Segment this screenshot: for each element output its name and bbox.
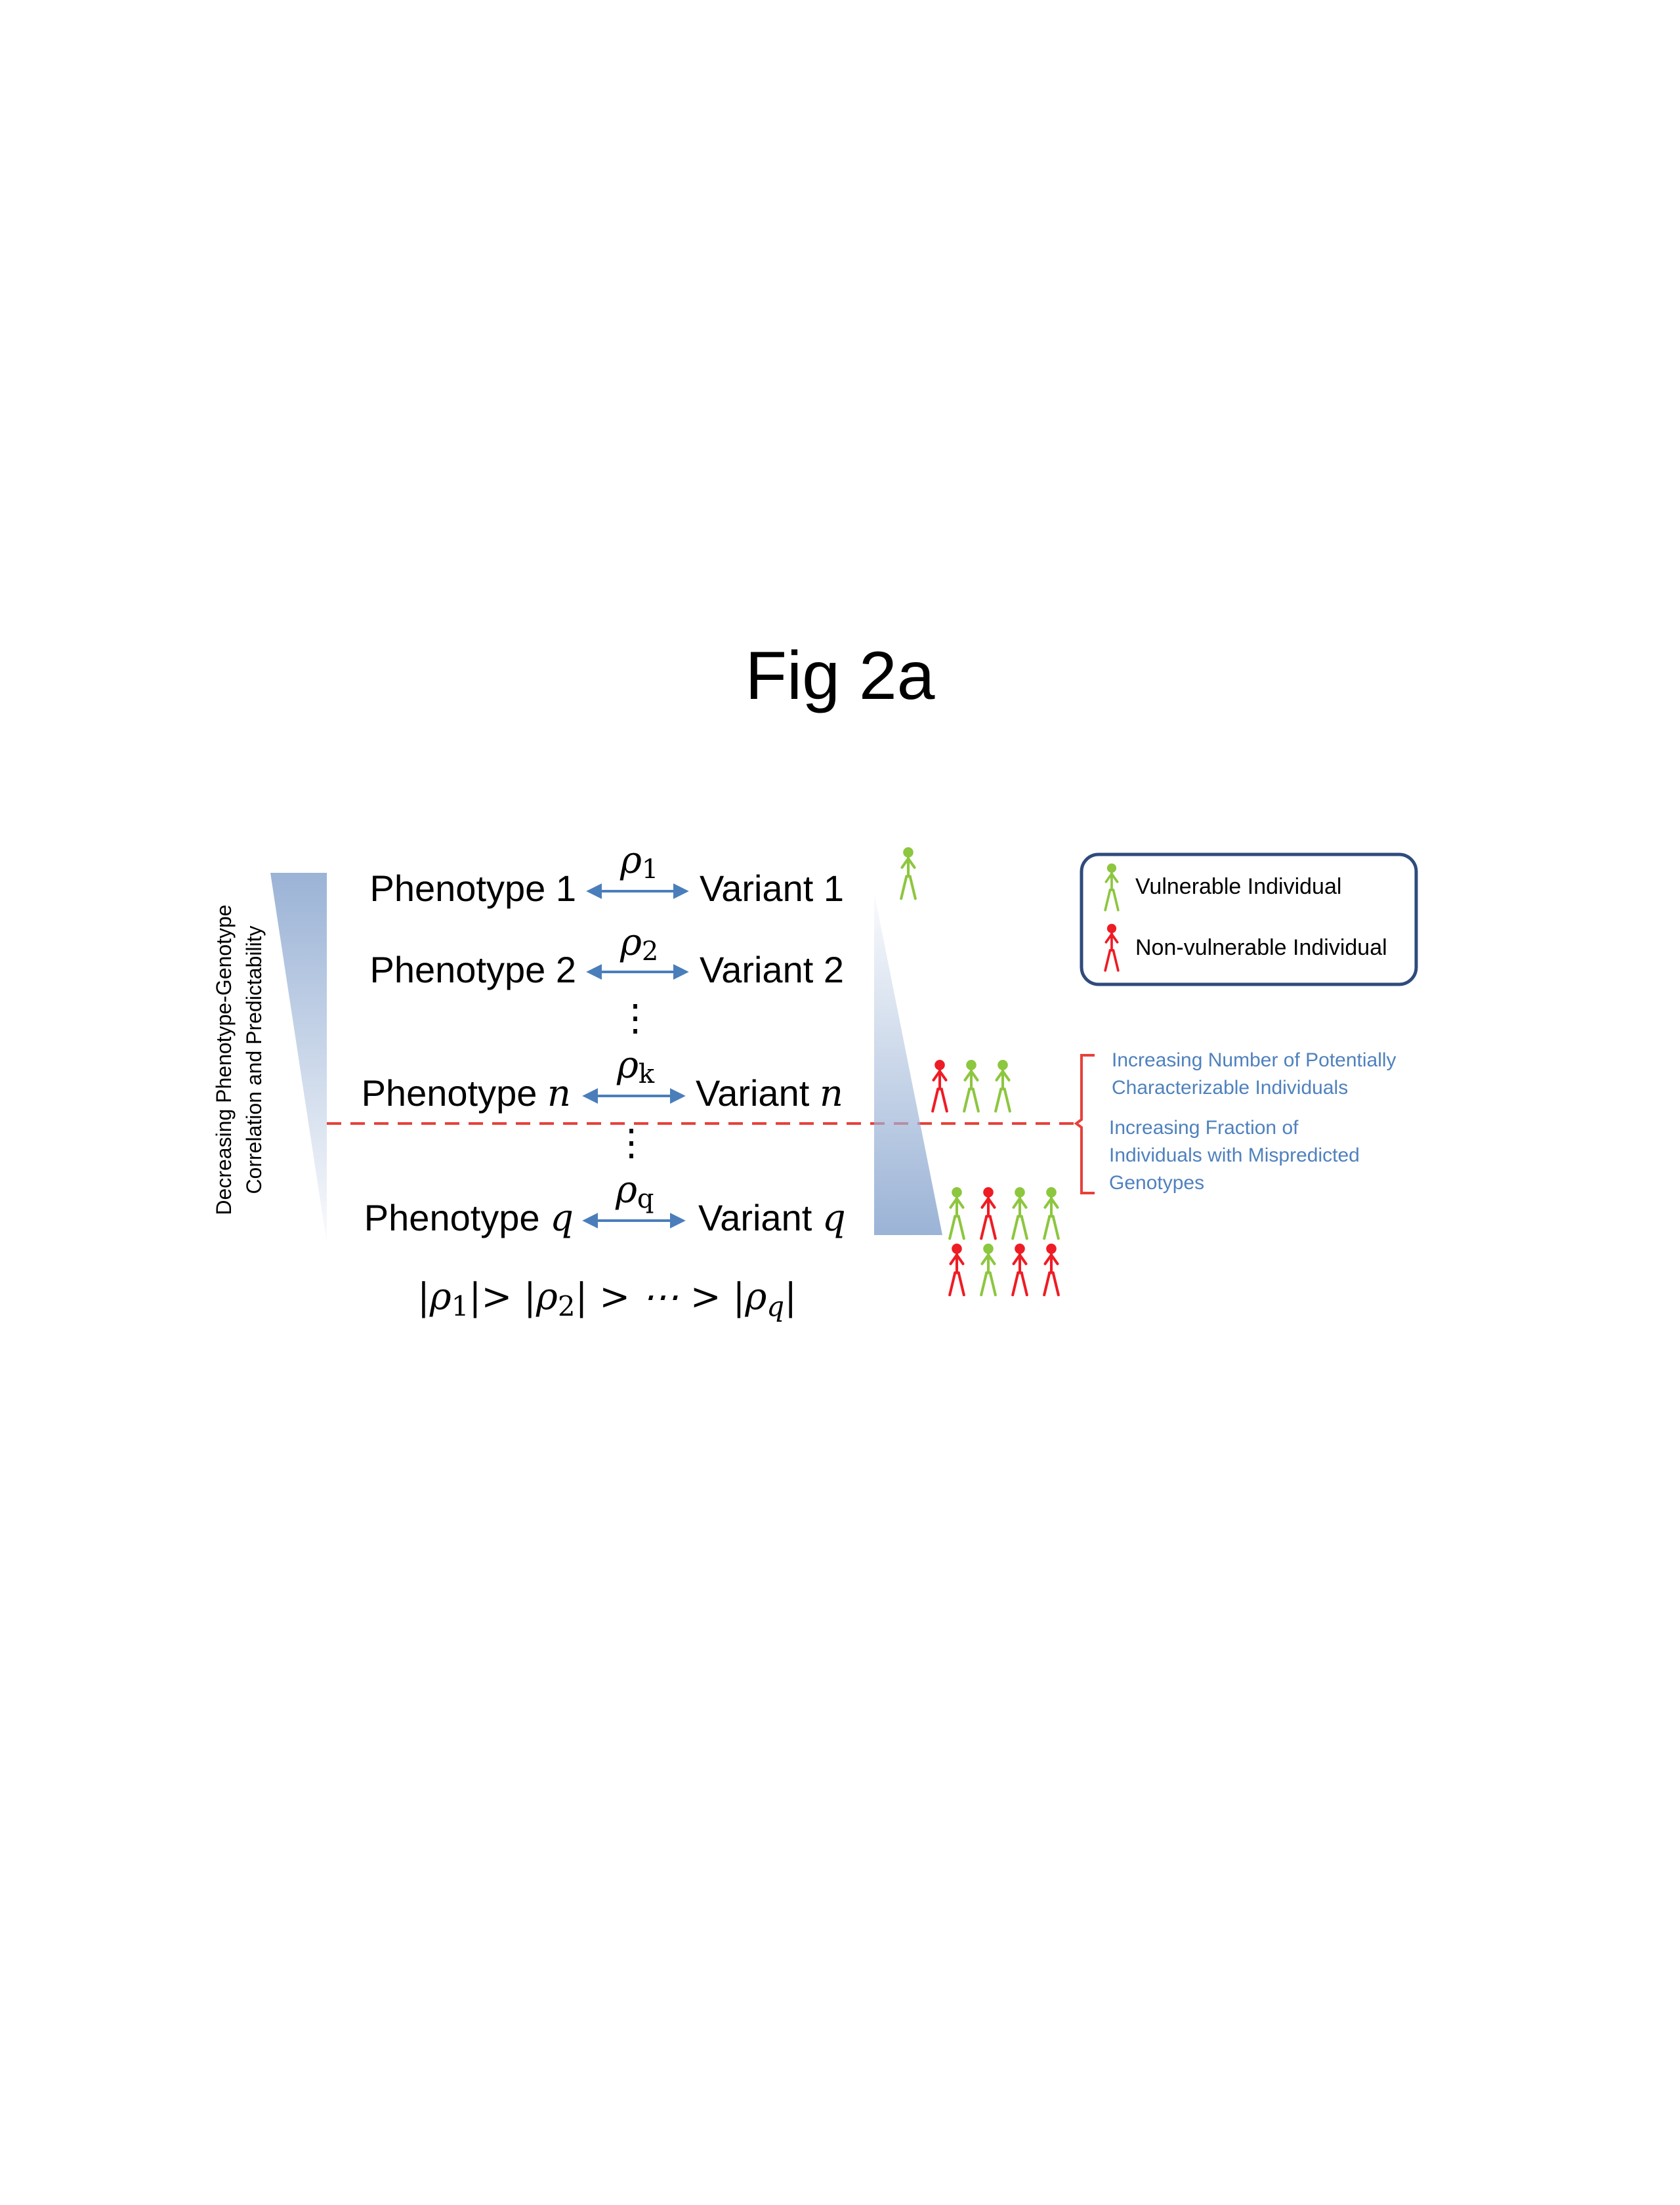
- phenotype-label: Phenotype 2: [370, 949, 576, 990]
- rho-label: ρ1: [620, 839, 658, 885]
- figure-title: Fig 2a: [745, 638, 934, 714]
- left-gradient-wedge: [270, 873, 327, 1244]
- vulnerable-person-icon: [996, 1060, 1010, 1111]
- non-vulnerable-person-icon: [1013, 1244, 1027, 1295]
- variant-label: Variant 1: [700, 868, 844, 909]
- non-vulnerable-person-icon: [1044, 1244, 1059, 1295]
- vulnerable-person-icon: [1013, 1187, 1027, 1238]
- annotation-lower: Increasing Fraction of Individuals with …: [1109, 1117, 1360, 1194]
- legend-non-vulnerable-label: Non-vulnerable Individual: [1135, 935, 1387, 960]
- phenotype-label: Phenotype n: [362, 1072, 571, 1115]
- vulnerable-person-icon: [981, 1244, 996, 1295]
- rho-label: ρq: [615, 1169, 654, 1214]
- vertical-ellipsis: ⋮: [617, 997, 654, 1038]
- left-axis-label: Decreasing Phenotype-Genotype Correlatio…: [212, 904, 266, 1215]
- vulnerable-person-icon: [964, 1060, 978, 1111]
- row-1: Phenotype 1 ρ1 Variant 1: [370, 839, 844, 909]
- vertical-ellipsis: ⋮: [613, 1122, 650, 1163]
- non-vulnerable-person-icon: [981, 1187, 996, 1238]
- annotation-upper-line1: Increasing Number of Potentially: [1112, 1049, 1396, 1071]
- annotation-lower-line3: Genotypes: [1109, 1172, 1204, 1194]
- non-vulnerable-person-icon: [933, 1060, 947, 1111]
- annotation-lower-line1: Increasing Fraction of: [1109, 1117, 1299, 1139]
- annotation-upper-line2: Characterizable Individuals: [1112, 1077, 1348, 1099]
- left-axis-label-line2: Correlation and Predictability: [242, 925, 266, 1194]
- right-gradient-wedge: [874, 892, 942, 1235]
- vulnerable-person-icon: [901, 847, 915, 898]
- red-bracket: [1074, 1054, 1095, 1194]
- row-q: Phenotype q ρq Variant q: [364, 1169, 846, 1240]
- legend-vulnerable-label: Vulnerable Individual: [1135, 874, 1341, 899]
- rho-label: ρ2: [620, 921, 658, 967]
- row-n: Phenotype n ρk Variant n: [362, 1044, 843, 1115]
- row-2: Phenotype 2 ρ2 Variant 2: [370, 921, 844, 990]
- annotation-upper: Increasing Number of Potentially Charact…: [1112, 1049, 1396, 1099]
- vulnerable-person-icon: [950, 1187, 964, 1238]
- left-axis-label-line1: Decreasing Phenotype-Genotype: [212, 904, 236, 1215]
- variant-label: Variant q: [698, 1197, 846, 1240]
- phenotype-label: Phenotype q: [364, 1197, 574, 1240]
- rho-label: ρk: [616, 1044, 655, 1089]
- annotation-lower-line2: Individuals with Mispredicted: [1109, 1144, 1360, 1166]
- variant-label: Variant 2: [700, 949, 844, 990]
- vulnerable-person-icon: [1044, 1187, 1059, 1238]
- inequality-expression: |ρ1|> |ρ2| > ⋯ > |ρq|: [417, 1276, 797, 1322]
- legend: Vulnerable Individual Non-vulnerable Ind…: [1080, 852, 1418, 986]
- variant-label: Variant n: [696, 1072, 843, 1115]
- non-vulnerable-person-icon: [950, 1244, 964, 1295]
- phenotype-label: Phenotype 1: [370, 868, 576, 909]
- legend-box: [1080, 852, 1418, 986]
